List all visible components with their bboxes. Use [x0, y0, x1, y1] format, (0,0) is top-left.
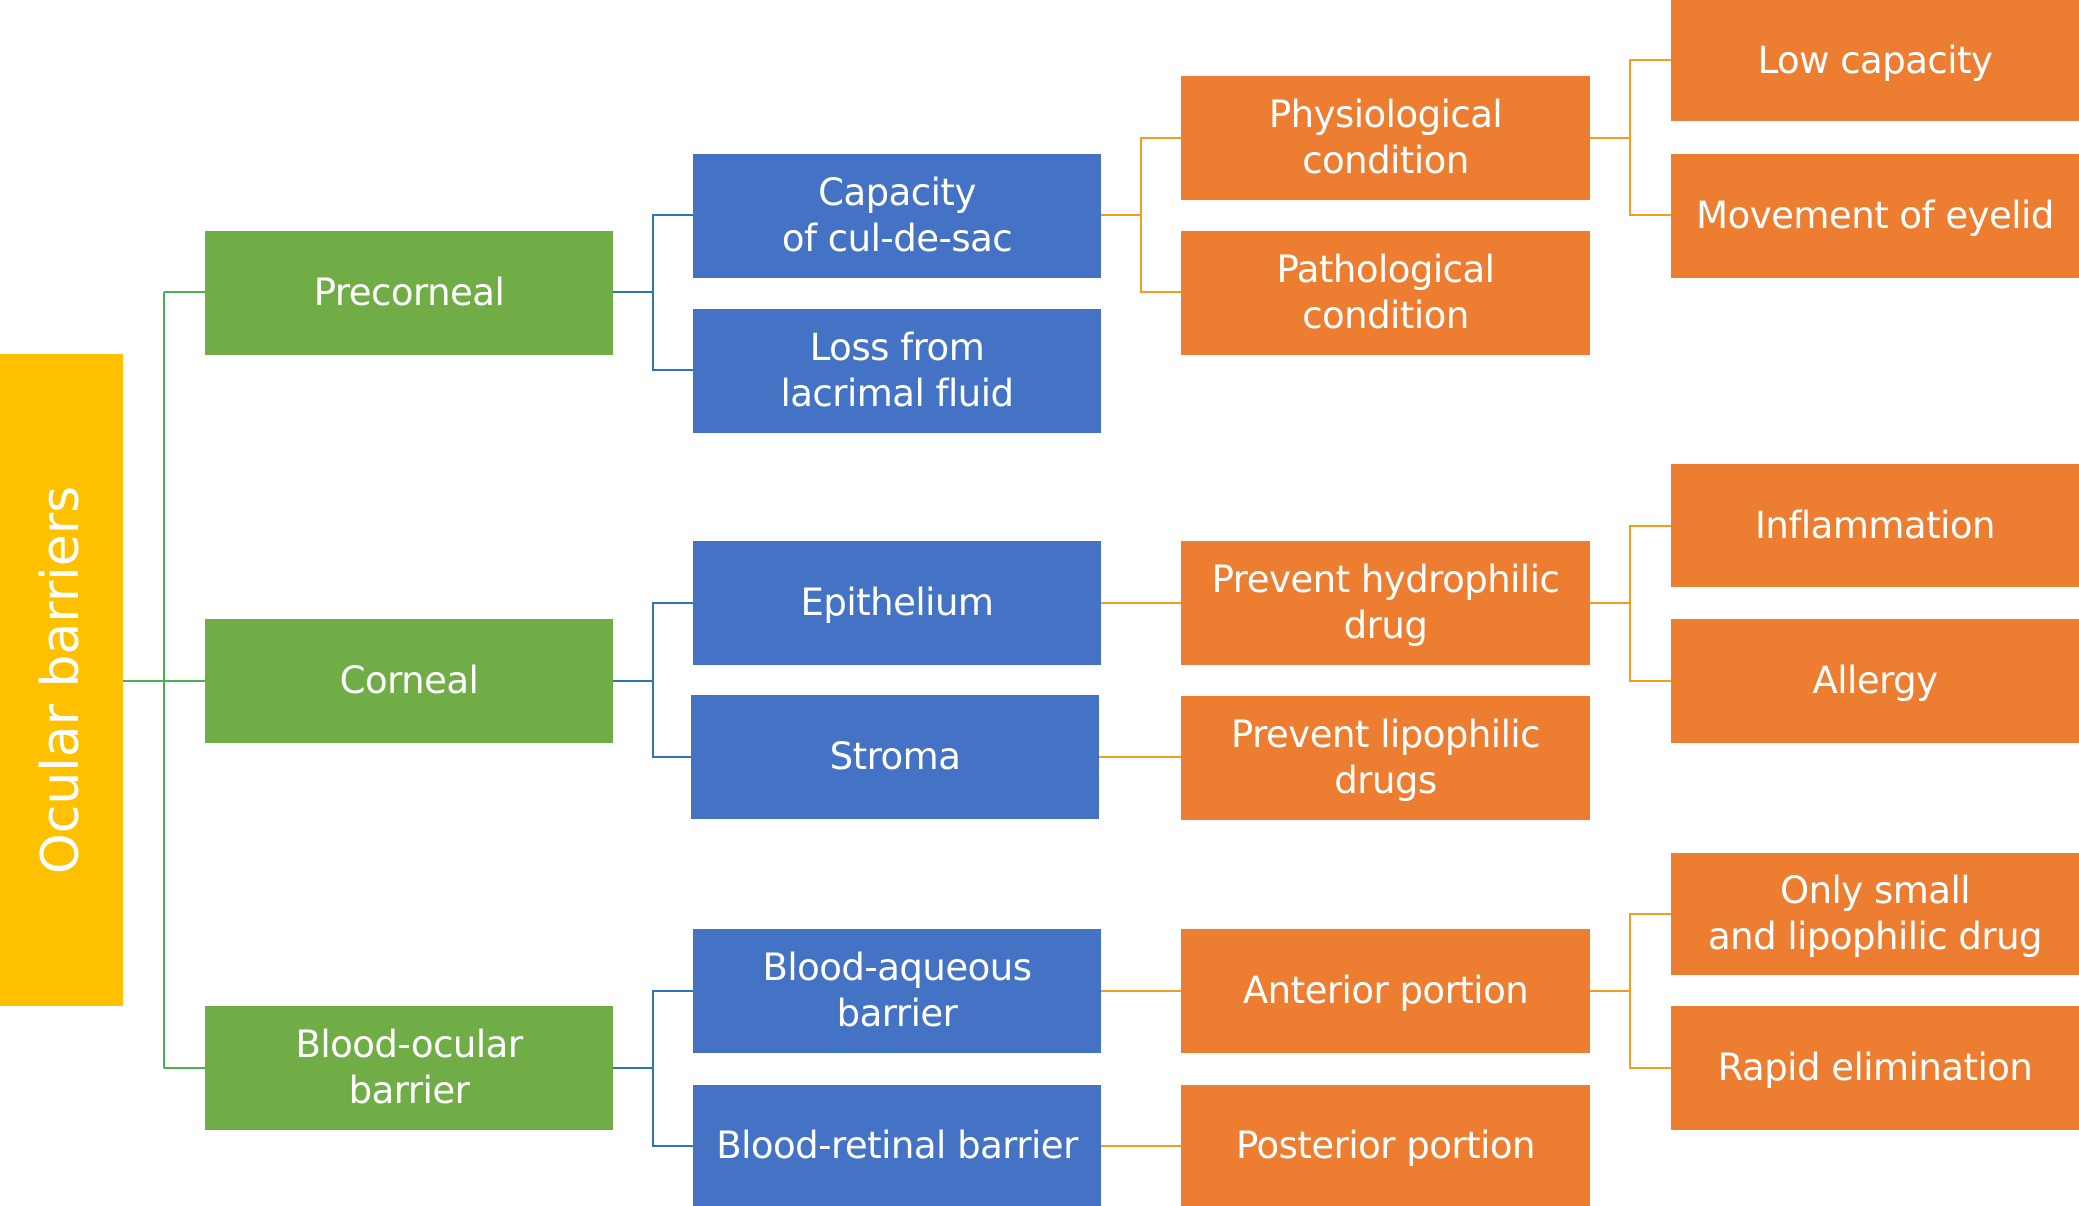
node-epithelium: Epithelium: [693, 541, 1101, 665]
connectors-root: [123, 291, 205, 1069]
node-posterior-portion: Posterior portion: [1181, 1085, 1590, 1206]
node-inflammation: Inflammation: [1671, 464, 2079, 587]
node-corneal: Corneal: [205, 619, 613, 743]
node-blood-retinal-barrier: Blood-retinal barrier: [693, 1085, 1101, 1206]
node-anterior-portion: Anterior portion: [1181, 929, 1590, 1053]
node-stroma: Stroma: [691, 695, 1099, 819]
connector-physiological-branches: [1629, 59, 1671, 216]
node-low-capacity: Low capacity: [1671, 0, 2079, 121]
node-prevent-lipophilic-drugs: Prevent lipophilic drugs: [1181, 696, 1590, 820]
root-label: Ocular barriers: [31, 485, 92, 875]
connector-anterior-branches: [1629, 913, 1671, 1069]
node-precorneal: Precorneal: [205, 231, 613, 355]
node-pathological-condition: Pathological condition: [1181, 231, 1590, 355]
connector-precorneal-branches: [652, 214, 693, 371]
node-allergy: Allergy: [1671, 619, 2079, 743]
node-capacity-of-cul-de-sac: Capacity of cul-de-sac: [693, 154, 1101, 278]
node-rapid-elimination: Rapid elimination: [1671, 1006, 2079, 1130]
connector-corneal-branches: [652, 602, 693, 758]
node-physiological-condition: Physiological condition: [1181, 76, 1590, 200]
connector-blood-ocular-branches: [652, 990, 693, 1147]
root-node-ocular-barriers: Ocular barriers: [0, 354, 123, 1006]
node-blood-ocular-barrier: Blood-ocular barrier: [205, 1006, 613, 1130]
connectors-level1: [613, 214, 693, 1147]
node-only-small-and-lipophilic-drug: Only small and lipophilic drug: [1671, 853, 2079, 975]
connectors-orange: [1099, 59, 1671, 1147]
connector-capacity-branches: [1140, 137, 1181, 293]
node-blood-aqueous-barrier: Blood-aqueous barrier: [693, 929, 1101, 1053]
node-loss-from-lacrimal-fluid: Loss from lacrimal fluid: [693, 309, 1101, 433]
node-movement-of-eyelid: Movement of eyelid: [1671, 154, 2079, 278]
node-prevent-hydrophilic-drug: Prevent hydrophilic drug: [1181, 541, 1590, 665]
connector-hydrophilic-branches: [1629, 525, 1671, 682]
